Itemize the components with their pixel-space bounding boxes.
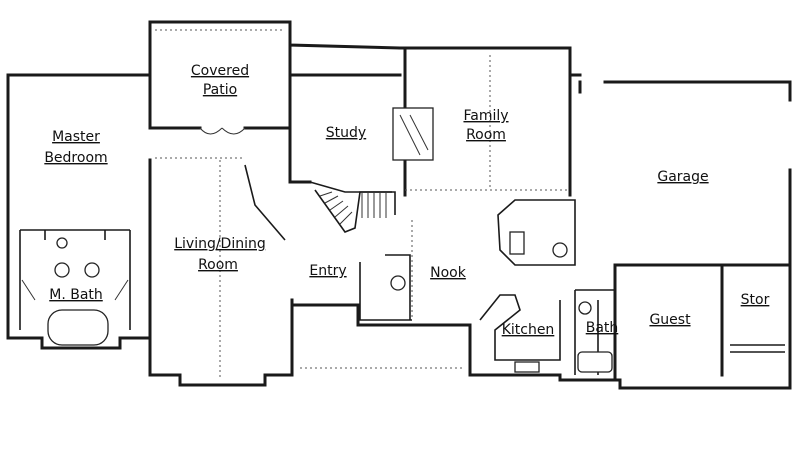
fixtures	[47, 107, 613, 373]
nook-sink	[390, 275, 406, 291]
stair-treads	[319, 191, 387, 225]
label-storage: Stor	[741, 292, 770, 308]
master-sink-right	[84, 262, 100, 278]
living-angled-wall	[244, 164, 286, 241]
master-bedroom-walls	[6, 73, 152, 350]
bath-tub	[577, 351, 613, 373]
patio-door	[199, 127, 246, 135]
label-living-dining-2: Room	[198, 257, 238, 273]
label-master-bedroom-2: Bedroom	[44, 150, 107, 166]
label-nook: Nook	[430, 265, 467, 281]
label-living-dining-1: Living/Dining	[174, 236, 266, 252]
study-walls	[288, 46, 407, 197]
label-covered-patio-2: Patio	[203, 82, 237, 98]
living-room-walls	[148, 158, 294, 387]
fireplace-hatch	[399, 114, 429, 156]
master-sink-left	[54, 262, 70, 278]
garage-walls	[578, 80, 792, 390]
stair-outline	[314, 189, 392, 233]
kitchen-sink	[514, 361, 540, 373]
staircase	[314, 189, 392, 233]
stor-shelf	[730, 344, 785, 353]
guest-walls	[613, 263, 792, 382]
laundry-box	[509, 231, 525, 255]
exterior-walls	[6, 20, 792, 390]
label-entry: Entry	[309, 263, 346, 279]
family-room-walls	[403, 46, 582, 197]
interior-walls	[19, 127, 785, 375]
label-bath: Bath	[586, 320, 619, 336]
kitchen-counter	[479, 294, 561, 361]
label-family-room-2: Room	[466, 127, 506, 143]
fireplace	[392, 107, 434, 161]
master-tub	[47, 309, 109, 346]
bath-toilet	[578, 301, 592, 315]
nook-island	[359, 254, 412, 321]
label-covered-patio-1: Covered	[191, 63, 249, 79]
label-garage: Garage	[657, 169, 708, 185]
label-family-room-1: Family	[463, 108, 508, 124]
entry-stair-wall	[309, 181, 396, 215]
front-wall	[290, 303, 792, 390]
label-study: Study	[326, 125, 366, 141]
room-labels: Covered Patio Master Bedroom Study Famil…	[44, 63, 769, 338]
master-bath-window	[21, 279, 129, 301]
master-bath-partition	[19, 229, 131, 330]
pantry-walls	[497, 199, 576, 266]
label-guest: Guest	[649, 312, 691, 328]
master-toilet	[56, 237, 68, 249]
label-kitchen: Kitchen	[502, 322, 555, 338]
pantry-fixture	[552, 242, 568, 258]
label-master-bath: M. Bath	[49, 287, 103, 303]
label-master-bedroom-1: Master	[52, 129, 100, 145]
dashed-lines	[155, 29, 570, 380]
